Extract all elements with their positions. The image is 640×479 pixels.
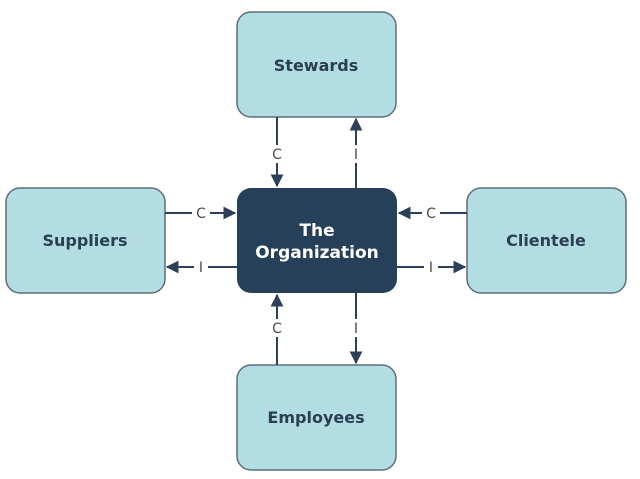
suppliers-label: Suppliers	[42, 231, 127, 250]
suppliers-box	[5, 187, 166, 294]
edge-label-bg	[422, 205, 440, 221]
edge-label-bg	[270, 145, 284, 163]
edge-label-bg	[424, 259, 438, 275]
stewards-box	[236, 11, 397, 118]
edge-label-bg	[270, 319, 284, 337]
clientele-in-label: C	[426, 206, 436, 222]
edge-label-bg	[350, 145, 362, 163]
organization-label-line1: The	[299, 221, 334, 241]
stewards-label: Stewards	[274, 56, 358, 75]
suppliers-in-label: C	[196, 206, 206, 222]
edge-label-bg	[192, 205, 210, 221]
edge-label-bg	[350, 319, 362, 337]
employees-in-label: C	[272, 321, 282, 337]
employees-box	[236, 364, 397, 471]
employees-label: Employees	[267, 408, 364, 427]
employees-out-label: I	[354, 321, 358, 337]
suppliers-out-label: I	[199, 260, 203, 276]
organization-box	[237, 188, 397, 293]
clientele-box	[466, 187, 627, 294]
stewards-out-label: I	[354, 147, 358, 163]
clientele-label: Clientele	[506, 231, 586, 250]
organization-label-line2: Organization	[255, 243, 379, 263]
edge-label-bg	[194, 259, 208, 275]
stewards-in-label: C	[272, 147, 282, 163]
clientele-out-label: I	[429, 260, 433, 276]
